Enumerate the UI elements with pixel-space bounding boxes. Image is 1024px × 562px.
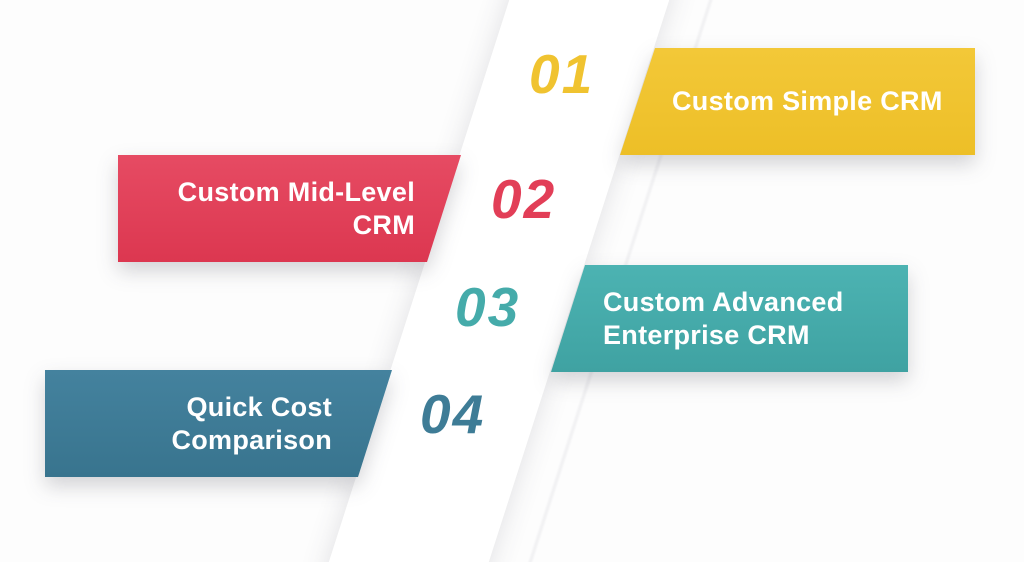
banner-label-line-1: Custom Advanced xyxy=(603,286,844,317)
step-number-4: 04 xyxy=(420,383,486,445)
banner-quick-cost-comparison: Quick Cost Comparison xyxy=(45,370,392,477)
step-number-1: 01 xyxy=(529,43,595,105)
banner-label-line-1: Quick Cost xyxy=(186,391,332,422)
banner-custom-simple-crm: Custom Simple CRM xyxy=(620,48,975,155)
step-number-2: 02 xyxy=(491,168,557,230)
banner-label-line-2: Comparison xyxy=(171,424,332,455)
banner-label-line-1: Custom Mid-Level xyxy=(177,176,415,207)
banner-quick-cost-comparison-body: Quick Cost Comparison xyxy=(45,370,392,477)
banner-label: Custom Simple CRM xyxy=(672,86,943,117)
banner-label-line-2: Enterprise CRM xyxy=(603,319,810,350)
banner-custom-advanced-enterprise-crm: Custom Advanced Enterprise CRM xyxy=(551,265,908,372)
banner-custom-advanced-enterprise-crm-body: Custom Advanced Enterprise CRM xyxy=(551,265,908,372)
banner-custom-mid-level-crm: Custom Mid-Level CRM xyxy=(118,155,461,262)
step-number-3: 03 xyxy=(455,276,521,338)
banner-custom-mid-level-crm-body: Custom Mid-Level CRM xyxy=(118,155,461,262)
banner-custom-simple-crm-body: Custom Simple CRM xyxy=(620,48,975,155)
banner-label-line-2: CRM xyxy=(352,209,415,240)
